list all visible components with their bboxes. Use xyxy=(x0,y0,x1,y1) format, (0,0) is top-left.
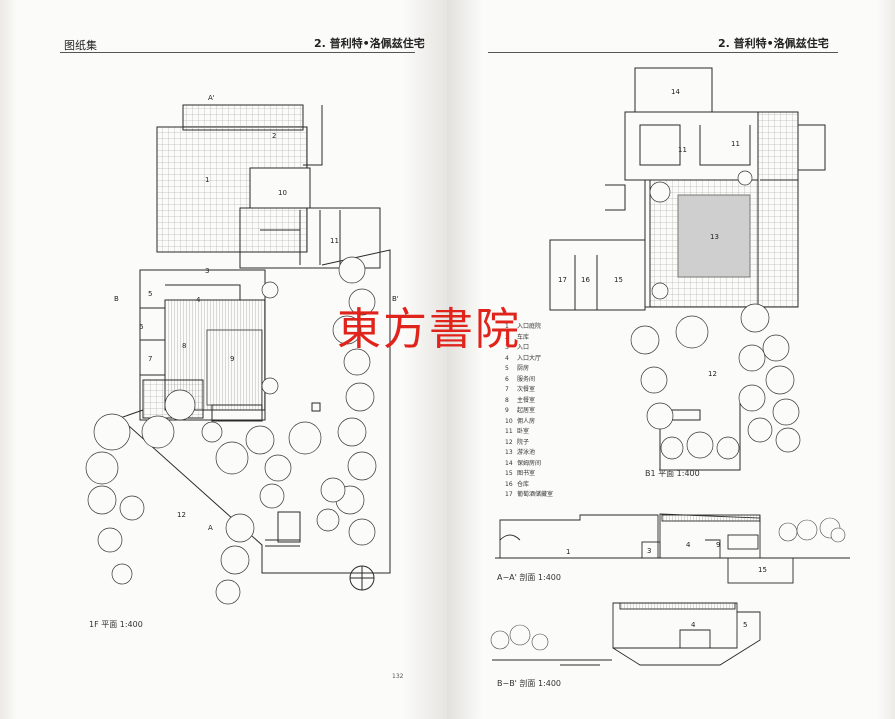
header-rule-right xyxy=(488,52,838,53)
section-mark: B' xyxy=(392,295,399,303)
plan-label: 17 xyxy=(558,276,567,284)
plan-label: 4 xyxy=(196,296,201,304)
plan-label: 11 xyxy=(330,237,339,245)
plan-label: 11 xyxy=(678,146,687,154)
page-number: 132 xyxy=(392,673,404,680)
trees-b1 xyxy=(630,170,801,460)
plan-label: 15 xyxy=(614,276,623,284)
section-label: 3 xyxy=(647,547,652,555)
header-rule-left xyxy=(60,52,415,53)
header-left-chapter: 2. 普利特•洛佩兹住宅 xyxy=(314,37,425,50)
plan-b1-caption: B1 平面 1:400 xyxy=(645,469,700,478)
plan-label: 3 xyxy=(205,267,210,275)
section-bb-caption: B−B' 剖面 1:400 xyxy=(497,679,562,688)
plan-label: 16 xyxy=(581,276,590,284)
header-right-chapter: 2. 普利特•洛佩兹住宅 xyxy=(718,37,829,50)
plan-label: 7 xyxy=(148,355,153,363)
header-left-title: 图纸集 xyxy=(64,39,97,52)
section-label: 1 xyxy=(566,548,571,556)
plan-label: 8 xyxy=(182,342,187,350)
plan-label: 12 xyxy=(708,370,717,378)
plan-label: 2 xyxy=(272,132,277,140)
plan-1f-caption: 1F 平面 1:400 xyxy=(89,620,143,629)
plan-label: 6 xyxy=(139,323,144,331)
section-mark: A xyxy=(208,524,213,532)
section-label: 4 xyxy=(686,541,691,549)
plan-label: 1 xyxy=(205,176,210,184)
section-label: 9 xyxy=(716,541,721,549)
plan-label: 12 xyxy=(177,511,186,519)
plan-1f xyxy=(119,104,391,591)
section-mark: B xyxy=(114,295,119,303)
section-bb-trees xyxy=(490,624,549,651)
section-aa-trees xyxy=(778,517,846,543)
section-label: 15 xyxy=(758,566,767,574)
watermark-text: 東方書院 xyxy=(337,304,521,355)
plan-label: 10 xyxy=(278,189,287,197)
plan-label: 11 xyxy=(731,140,740,148)
section-mark: A' xyxy=(208,94,215,102)
trees-1f xyxy=(85,256,377,605)
plan-label: 14 xyxy=(671,88,680,96)
section-bb xyxy=(492,602,761,666)
section-label: 5 xyxy=(743,621,748,629)
plan-label: 13 xyxy=(710,233,719,241)
section-aa-caption: A−A' 剖面 1:400 xyxy=(497,573,561,582)
section-aa xyxy=(495,513,850,584)
plan-label: 5 xyxy=(148,290,153,298)
plan-b1 xyxy=(549,67,826,471)
right-page xyxy=(447,0,895,719)
section-label: 4 xyxy=(691,621,696,629)
plan-label: 9 xyxy=(230,355,235,363)
